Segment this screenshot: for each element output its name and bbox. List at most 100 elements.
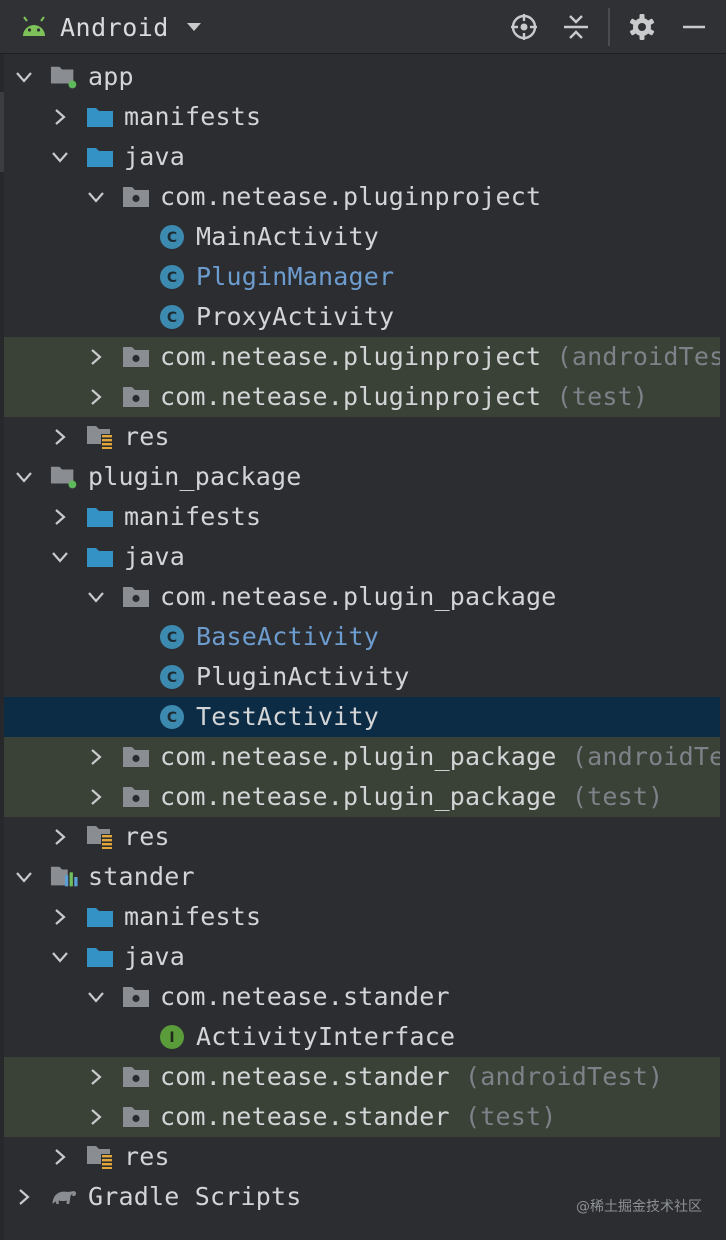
svg-text:C: C <box>167 710 177 726</box>
chevron-right-icon[interactable] <box>86 347 106 367</box>
tree-item-label: com.netease.stander <box>160 982 450 1011</box>
tree-row[interactable]: com.netease.pluginproject <box>4 177 720 217</box>
package-icon <box>122 744 150 770</box>
tree-row[interactable]: com.netease.plugin_package <box>4 577 720 617</box>
tree-item-label: plugin_package <box>88 462 302 491</box>
tree-row[interactable]: com.netease.stander (androidTest) <box>4 1057 720 1097</box>
chevron-down-icon[interactable] <box>14 467 34 487</box>
chevron-right-icon[interactable] <box>86 1107 106 1127</box>
chevron-down-icon[interactable] <box>50 547 70 567</box>
watermark: @稀土掘金技术社区 <box>576 1199 702 1215</box>
tree-row[interactable]: java <box>4 937 720 977</box>
tree-row[interactable]: app <box>4 57 720 97</box>
chevron-right-icon[interactable] <box>14 1187 34 1207</box>
chevron-right-icon[interactable] <box>50 107 70 127</box>
chevron-down-icon[interactable] <box>14 67 34 87</box>
tree-row[interactable]: C MainActivity <box>4 217 720 257</box>
tree-item-label: com.netease.stander (androidTest) <box>160 1062 664 1091</box>
tree-row[interactable]: res <box>4 417 720 457</box>
package-icon <box>122 184 150 210</box>
chevron-down-icon[interactable] <box>14 867 34 887</box>
tree-row[interactable]: manifests <box>4 497 720 537</box>
tree-row[interactable]: com.netease.plugin_package (test) <box>4 777 720 817</box>
class-icon: C <box>158 624 186 650</box>
tree-item-label: java <box>124 142 186 171</box>
tree-row[interactable]: java <box>4 537 720 577</box>
tree-item-label: com.netease.plugin_package (test) <box>160 782 664 811</box>
chevron-down-icon[interactable] <box>50 947 70 967</box>
tree-row[interactable]: res <box>4 1137 720 1177</box>
minimize-button[interactable] <box>676 9 712 45</box>
chevron-right-icon[interactable] <box>50 1147 70 1167</box>
chevron-right-icon[interactable] <box>86 1067 106 1087</box>
view-selector[interactable]: Android <box>20 10 203 44</box>
tree-row[interactable]: res <box>4 817 720 857</box>
package-icon <box>122 784 150 810</box>
class-icon: C <box>158 704 186 730</box>
module-icon <box>50 64 78 90</box>
minimize-icon <box>683 25 705 29</box>
tree-row[interactable]: manifests <box>4 97 720 137</box>
tree-row[interactable]: Gradle Scripts <box>4 1177 720 1217</box>
tree-row[interactable]: C TestActivity <box>4 697 720 737</box>
tree-row[interactable]: com.netease.pluginproject (test) <box>4 377 720 417</box>
package-icon <box>122 344 150 370</box>
locate-icon <box>511 14 537 40</box>
tree-row[interactable]: manifests <box>4 897 720 937</box>
tree-row[interactable]: java <box>4 137 720 177</box>
tree-item-label: PluginActivity <box>196 662 410 691</box>
tree-item-label: com.netease.stander (test) <box>160 1102 557 1131</box>
svg-text:C: C <box>167 630 177 646</box>
collapse-all-button[interactable] <box>558 9 594 45</box>
chevron-right-icon[interactable] <box>86 747 106 767</box>
chevron-right-icon[interactable] <box>86 387 106 407</box>
folder-icon <box>86 904 114 930</box>
source-set-suffix: (test) <box>571 782 664 811</box>
tree-row[interactable]: plugin_package <box>4 457 720 497</box>
chevron-right-icon[interactable] <box>50 827 70 847</box>
chevron-down-icon[interactable] <box>86 987 106 1007</box>
gear-icon <box>629 14 655 40</box>
chevron-down-icon[interactable] <box>86 587 106 607</box>
interface-icon: I <box>158 1024 186 1050</box>
tree-item-label: java <box>124 542 186 571</box>
tree-row[interactable]: com.netease.stander (test) <box>4 1097 720 1137</box>
tree-item-label: manifests <box>124 502 262 531</box>
tree-item-label: app <box>88 62 134 91</box>
tree-item-label: manifests <box>124 102 262 131</box>
tree-row[interactable]: com.netease.pluginproject (androidTest) <box>4 337 720 377</box>
source-set-suffix: (androidTest) <box>465 1062 664 1091</box>
svg-text:C: C <box>167 230 177 246</box>
module-icon <box>50 464 78 490</box>
tree-item-label: MainActivity <box>196 222 380 251</box>
package-icon <box>122 584 150 610</box>
tree-item-label: stander <box>88 862 195 891</box>
view-title: Android <box>60 12 169 42</box>
package-icon <box>122 1064 150 1090</box>
chevron-down-icon[interactable] <box>50 147 70 167</box>
svg-text:C: C <box>167 310 177 326</box>
chevron-right-icon[interactable] <box>86 787 106 807</box>
tree-item-label: TestActivity <box>196 702 380 731</box>
tree-row[interactable]: stander <box>4 857 720 897</box>
chevron-right-icon[interactable] <box>50 427 70 447</box>
source-set-suffix: (androidTest) <box>556 342 720 371</box>
settings-button[interactable] <box>624 9 660 45</box>
chevron-right-icon[interactable] <box>50 507 70 527</box>
source-set-suffix: (test) <box>556 382 649 411</box>
tree-item-label: Gradle Scripts <box>88 1182 302 1211</box>
source-set-suffix: (androidTest) <box>571 742 720 771</box>
gradle-icon <box>50 1184 78 1210</box>
chevron-down-icon[interactable] <box>86 187 106 207</box>
tree-row[interactable]: com.netease.stander <box>4 977 720 1017</box>
android-icon <box>23 16 45 36</box>
chevron-right-icon[interactable] <box>50 907 70 927</box>
tree-row[interactable]: com.netease.plugin_package (androidTest) <box>4 737 720 777</box>
res-folder-icon <box>86 424 114 450</box>
locate-button[interactable] <box>506 9 542 45</box>
